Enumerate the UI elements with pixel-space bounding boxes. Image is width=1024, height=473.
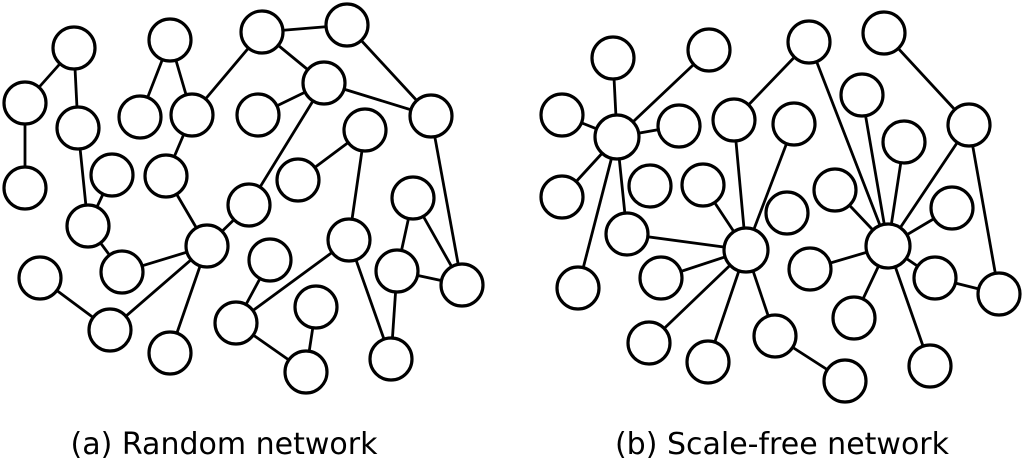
network-node	[627, 163, 673, 209]
network-node	[638, 255, 684, 301]
network-hub-node	[593, 113, 641, 161]
network-node	[539, 92, 585, 138]
network-node	[656, 103, 702, 149]
network-edge	[235, 238, 350, 325]
network-edge	[576, 136, 619, 289]
network-node	[686, 27, 732, 73]
network-node	[117, 94, 163, 140]
network-node	[184, 223, 230, 269]
network-node	[907, 343, 953, 389]
network-node	[786, 19, 832, 65]
network-node	[147, 330, 193, 376]
network-node	[368, 336, 414, 382]
network-node	[946, 102, 992, 148]
network-node	[752, 313, 798, 359]
network-node	[226, 182, 272, 228]
network-node	[239, 9, 285, 55]
network-node	[55, 105, 101, 151]
network-node	[822, 358, 868, 404]
network-node	[275, 157, 321, 203]
network-node	[929, 185, 975, 231]
network-node	[143, 153, 189, 199]
network-edge	[967, 124, 1001, 295]
network-edge	[886, 124, 971, 247]
network-node	[555, 265, 601, 311]
network-node	[812, 167, 858, 213]
network-node	[65, 203, 111, 249]
network-node	[771, 101, 817, 147]
network-node	[685, 339, 731, 385]
network-node	[787, 246, 833, 292]
network-node	[711, 97, 757, 143]
network-node	[2, 165, 48, 211]
network-hub-node	[864, 222, 912, 270]
network-edge	[429, 115, 464, 286]
network-node	[408, 93, 454, 139]
network-node	[881, 119, 927, 165]
network-edge	[860, 94, 890, 247]
network-node	[374, 248, 420, 294]
network-node	[680, 162, 726, 208]
network-node	[912, 255, 958, 301]
network-node	[247, 237, 293, 283]
network-node	[283, 349, 329, 395]
network-node	[861, 10, 907, 56]
network-node	[831, 295, 877, 341]
network-node	[590, 35, 636, 81]
network-node	[89, 152, 135, 198]
network-node	[390, 175, 436, 221]
network-edge	[807, 41, 890, 247]
network-node	[324, 2, 370, 48]
network-node	[51, 25, 97, 71]
network-node	[342, 107, 388, 153]
network-edge	[247, 82, 326, 206]
network-node	[169, 92, 215, 138]
network-scalefree	[539, 10, 1022, 404]
network-node	[99, 249, 145, 295]
caption-random-network: (a) Random network	[70, 427, 378, 462]
network-node	[604, 211, 650, 257]
network-node	[147, 17, 193, 63]
network-node	[301, 60, 347, 106]
network-node	[626, 320, 672, 366]
network-node	[17, 255, 63, 301]
network-node	[235, 92, 281, 138]
network-node	[293, 284, 339, 330]
network-node	[764, 190, 810, 236]
network-random	[2, 2, 485, 395]
network-node	[976, 271, 1022, 317]
network-node	[439, 262, 485, 308]
network-node	[2, 80, 48, 126]
caption-scale-free-network: (b) Scale-free network	[614, 427, 950, 462]
network-node	[87, 307, 133, 353]
network-node	[539, 174, 585, 220]
network-node	[326, 217, 372, 263]
network-node	[839, 72, 885, 118]
network-node	[213, 300, 259, 346]
network-hub-node	[722, 226, 770, 274]
